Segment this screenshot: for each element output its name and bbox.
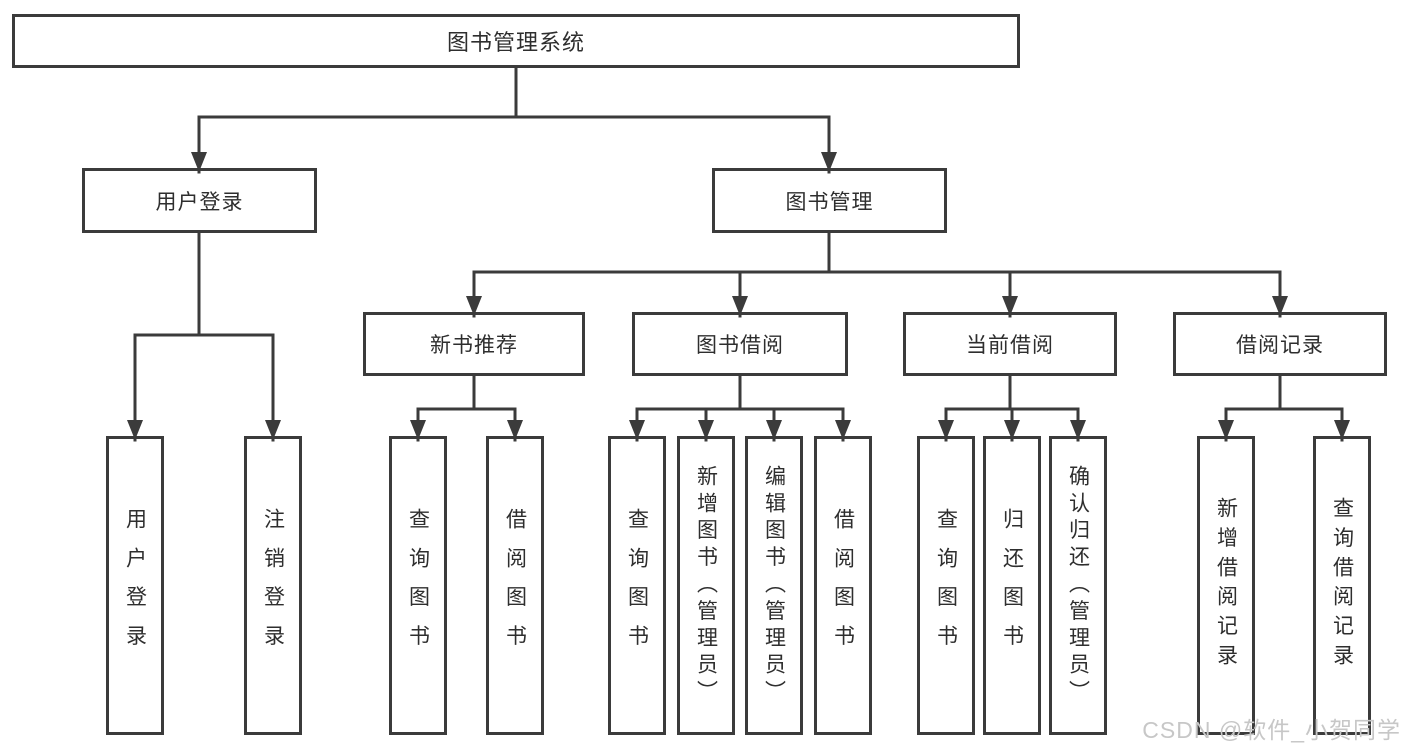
leaf-records-query-record-label: 查询借阅记录 bbox=[1330, 497, 1354, 674]
leaf-newbook-query-books-label: 查询图书 bbox=[406, 507, 430, 664]
leaf-user-login-label: 用户登录 bbox=[123, 507, 147, 664]
node-borrow-records: 借阅记录 bbox=[1173, 312, 1387, 376]
leaf-user-login: 用户登录 bbox=[106, 436, 164, 735]
node-system-root: 图书管理系统 bbox=[12, 14, 1020, 68]
leaf-current-confirm-return-admin-label: 确认归还（管理员） bbox=[1066, 464, 1090, 707]
leaf-borrow-add-books-admin: 新增图书（管理员） bbox=[677, 436, 735, 735]
node-new-book-recommend: 新书推荐 bbox=[363, 312, 585, 376]
node-user-login-label: 用户登录 bbox=[155, 190, 244, 214]
connector-book-borrow-to-leaves bbox=[629, 374, 851, 442]
leaf-logout: 注销登录 bbox=[244, 436, 302, 735]
leaf-current-return-books-label: 归还图书 bbox=[1000, 507, 1024, 664]
connector-current-borrow-to-leaves bbox=[938, 374, 1086, 442]
leaf-borrow-add-books-admin-label: 新增图书（管理员） bbox=[694, 464, 718, 707]
leaf-current-confirm-return-admin: 确认归还（管理员） bbox=[1049, 436, 1107, 735]
leaf-records-add-record: 新增借阅记录 bbox=[1197, 436, 1255, 735]
leaf-current-return-books: 归还图书 bbox=[983, 436, 1041, 735]
node-borrow-records-label: 借阅记录 bbox=[1236, 334, 1324, 357]
leaf-borrow-borrow-books-label: 借阅图书 bbox=[831, 507, 855, 664]
node-new-book-recommend-label: 新书推荐 bbox=[430, 334, 518, 357]
leaf-borrow-edit-books-admin-label: 编辑图书（管理员） bbox=[762, 464, 786, 707]
connector-book-management-to-level2 bbox=[466, 231, 1288, 318]
connector-new-book-to-leaves bbox=[410, 374, 523, 442]
node-current-borrow-label: 当前借阅 bbox=[966, 334, 1054, 357]
leaf-borrow-edit-books-admin: 编辑图书（管理员） bbox=[745, 436, 803, 735]
leaf-newbook-borrow-books-label: 借阅图书 bbox=[503, 507, 527, 664]
leaf-newbook-query-books: 查询图书 bbox=[389, 436, 447, 735]
leaf-borrow-borrow-books: 借阅图书 bbox=[814, 436, 872, 735]
connector-user-login-to-leaves bbox=[127, 231, 281, 442]
leaf-current-query-books-label: 查询图书 bbox=[934, 507, 958, 664]
connector-borrow-records-to-leaves bbox=[1218, 374, 1350, 442]
watermark: CSDN @软件_小贺同学 bbox=[1142, 717, 1401, 743]
node-system-root-label: 图书管理系统 bbox=[446, 30, 585, 55]
connector-root-to-level1 bbox=[191, 66, 837, 174]
node-book-management-label: 图书管理 bbox=[785, 190, 874, 214]
leaf-current-query-books: 查询图书 bbox=[917, 436, 975, 735]
leaf-borrow-query-books: 查询图书 bbox=[608, 436, 666, 735]
node-user-login: 用户登录 bbox=[82, 168, 317, 233]
node-book-borrow-label: 图书借阅 bbox=[696, 334, 784, 357]
node-book-borrow: 图书借阅 bbox=[632, 312, 848, 376]
leaf-borrow-query-books-label: 查询图书 bbox=[625, 507, 649, 664]
node-book-management: 图书管理 bbox=[712, 168, 947, 233]
leaf-logout-label: 注销登录 bbox=[261, 507, 285, 664]
leaf-records-query-record: 查询借阅记录 bbox=[1313, 436, 1371, 735]
leaf-records-add-record-label: 新增借阅记录 bbox=[1214, 497, 1238, 674]
leaf-newbook-borrow-books: 借阅图书 bbox=[486, 436, 544, 735]
node-current-borrow: 当前借阅 bbox=[903, 312, 1117, 376]
